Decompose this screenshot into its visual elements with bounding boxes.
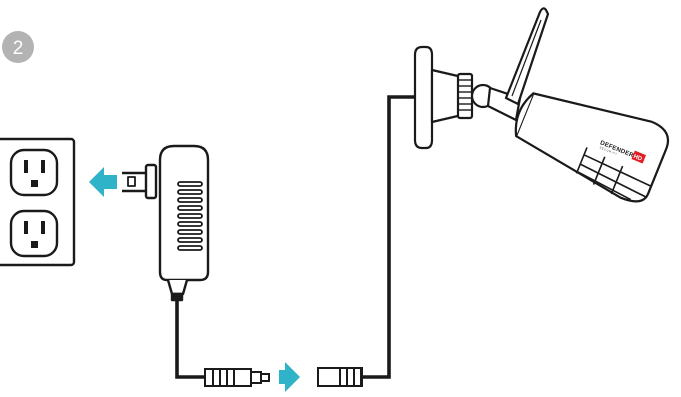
arrow-left-icon — [89, 167, 117, 197]
step-number: 2 — [13, 38, 24, 59]
arrow-right-icon — [279, 362, 300, 392]
camera-connector — [317, 367, 363, 387]
wall-outlet-icon — [0, 137, 76, 267]
adapter-cable — [175, 300, 206, 379]
hd-badge — [631, 150, 646, 164]
security-camera-icon: DEFENDER SECURITY HD — [413, 7, 670, 203]
hd-badge-text: HD — [632, 154, 643, 163]
camera-brand-sub: SECURITY — [599, 145, 619, 156]
step-badge: 2 — [2, 31, 34, 63]
camera-cable — [361, 95, 416, 379]
power-adapter-icon — [122, 144, 210, 302]
adapter-connector — [204, 368, 270, 387]
